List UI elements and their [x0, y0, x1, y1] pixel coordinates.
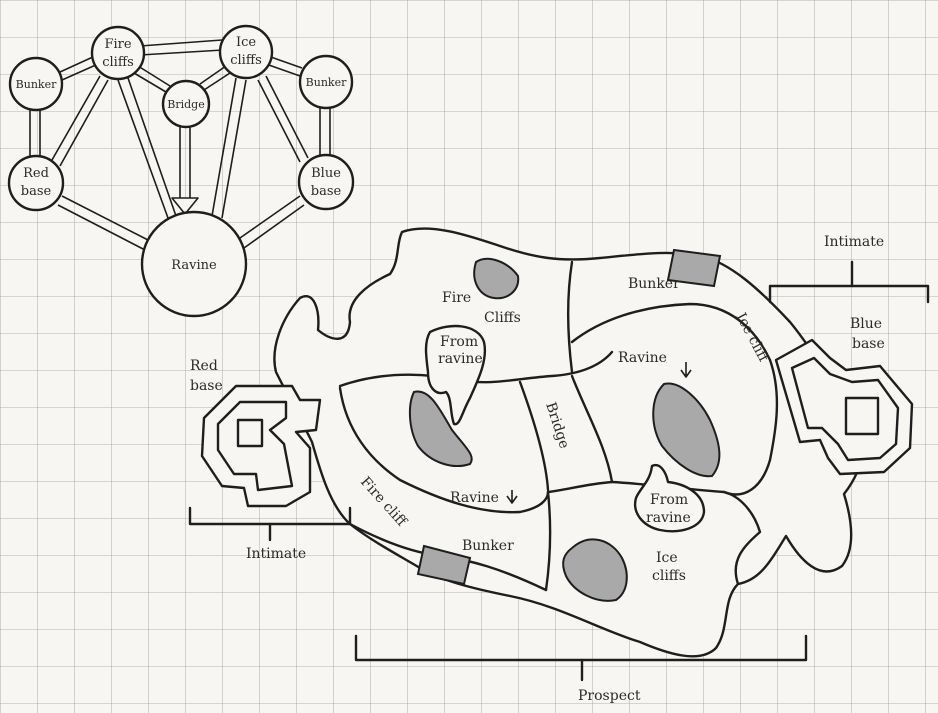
- graph-node-bunker-right: Bunker: [300, 56, 352, 108]
- label-bunker-bottom: Bunker: [462, 538, 514, 554]
- label-ice-cliffs-2: cliffs: [652, 568, 686, 584]
- label-from-ravine-bottom-1: From: [650, 492, 688, 508]
- node-label: Bunker: [306, 76, 347, 89]
- node-label-line-2: cliffs: [230, 53, 262, 68]
- graph-node-ice-cliffs: Ice cliffs: [220, 26, 272, 78]
- node-label-line-2: base: [21, 184, 52, 199]
- label-blue-base-1: Blue: [850, 316, 882, 332]
- node-label-line-1: Red: [23, 166, 49, 181]
- range-label-intimate-right: Intimate: [824, 234, 884, 250]
- range-label-intimate-left: Intimate: [246, 546, 306, 562]
- range-label-prospect: Prospect: [578, 688, 641, 704]
- label-bunker-top: Bunker: [628, 276, 680, 292]
- label-from-ravine-top-1: From: [440, 334, 478, 350]
- node-label: Bunker: [16, 78, 57, 91]
- graph-node-bridge: Bridge: [163, 81, 209, 127]
- label-red-base-2: base: [190, 378, 223, 394]
- label-from-ravine-top-2: ravine: [438, 351, 483, 367]
- graph-node-fire-cliffs: Fire cliffs: [92, 27, 144, 79]
- node-label: Bridge: [167, 98, 204, 111]
- node-label-line-1: Fire: [104, 37, 131, 52]
- graph-node-ravine: Ravine: [142, 212, 246, 316]
- node-label-line-2: base: [311, 184, 342, 199]
- label-ice-cliffs-1: Ice: [656, 550, 678, 566]
- label-ravine-right: Ravine: [618, 350, 667, 366]
- graph-node-red-base: Red base: [9, 156, 63, 210]
- label-fire: Fire: [442, 290, 471, 306]
- node-label-line-2: cliffs: [102, 55, 134, 70]
- node-label-line-1: Ice: [236, 35, 256, 50]
- graph-node-bunker-left: Bunker: [10, 58, 62, 110]
- node-label: Ravine: [171, 258, 217, 273]
- label-from-ravine-bottom-2: ravine: [646, 510, 691, 526]
- label-cliffs: Cliffs: [484, 310, 521, 326]
- node-label-line-1: Blue: [311, 166, 341, 181]
- label-ravine-left: Ravine: [450, 490, 499, 506]
- label-red-base-1: Red: [190, 358, 218, 374]
- graph-node-blue-base: Blue base: [299, 155, 353, 209]
- label-blue-base-2: base: [852, 336, 885, 352]
